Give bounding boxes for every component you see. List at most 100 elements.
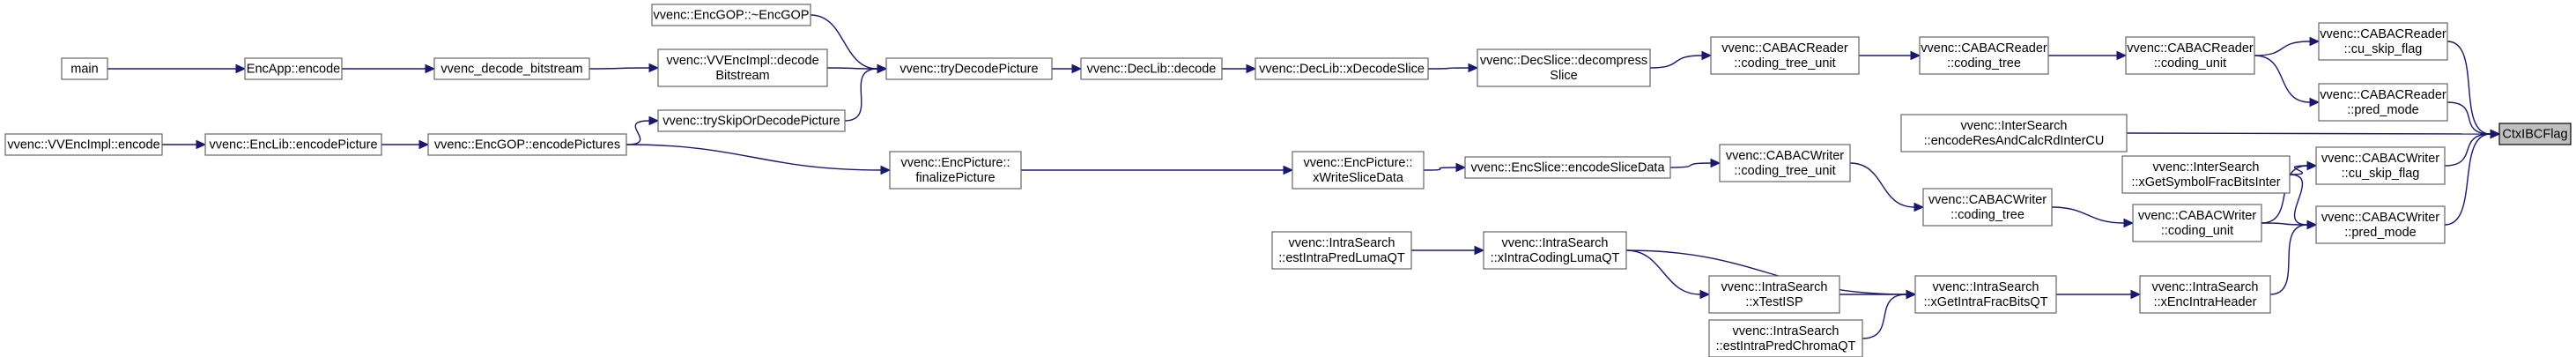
node-label: xWriteSliceData <box>1313 171 1404 185</box>
node-label: vvenc::DecSlice::decompress <box>1480 54 1647 68</box>
edge-wr_cu-to-wr_pred <box>2261 222 2308 226</box>
edge-wr_ct-to-wr_cu <box>2051 206 2125 224</box>
arrowhead <box>235 63 247 74</box>
node-label: ::estIntraPredLumaQT <box>1278 251 1405 265</box>
graph-node-rd_cu[interactable]: vvenc::CABACReader::coding_unit <box>2125 36 2255 75</box>
edge-rd_pred-to-ctx <box>2446 101 2491 135</box>
node-box <box>61 57 108 80</box>
node-box <box>1919 36 2049 75</box>
graph-node-wr_cu[interactable]: vvenc::CABACWriter::coding_unit <box>2132 204 2262 242</box>
arrowhead <box>2130 289 2142 300</box>
node-box <box>2318 22 2448 61</box>
edge-rd_skip-to-ctx <box>2446 41 2491 135</box>
node-box <box>2315 146 2446 185</box>
graph-node-intra_estchroma[interactable]: vvenc::IntraSearch::estIntraPredChromaQT <box>1708 319 1863 357</box>
arrowhead <box>1701 50 1713 61</box>
graph-node-intra_xtestisp[interactable]: vvenc::IntraSearch::xTestISP <box>1708 275 1840 314</box>
graph-node-encapp[interactable]: EncApp::encode <box>244 57 343 80</box>
graph-node-encslicedata[interactable]: vvenc::EncSlice::encodeSliceData <box>1464 156 1671 179</box>
node-box <box>1708 319 1863 357</box>
arrowhead <box>196 139 207 150</box>
node-box <box>433 57 590 80</box>
graph-node-finalize[interactable]: vvenc::EncPicture::finalizePicture <box>889 151 1022 190</box>
graph-node-decbits[interactable]: vvenc_decode_bitstream <box>433 57 590 80</box>
node-label: EncApp::encode <box>247 63 340 77</box>
graph-node-ctx[interactable]: CtxIBCFlag <box>2498 123 2572 145</box>
graph-node-xwriteslice[interactable]: vvenc::EncPicture::xWriteSliceData <box>1292 151 1425 190</box>
node-label: finalizePicture <box>915 171 995 185</box>
arrowhead <box>2306 219 2318 230</box>
node-label: vvenc::EncPicture:: <box>900 156 1010 170</box>
graph-node-wr_pred[interactable]: vvenc::CABACWriter::pred_mode <box>2315 205 2446 244</box>
edge-wr_pred-to-ctx <box>2444 133 2491 226</box>
edge-intra_estchroma-to-intra_getfrac <box>1862 294 1907 339</box>
node-box <box>2121 155 2291 194</box>
graph-node-rd_pred[interactable]: vvenc::CABACReader::pred_mode <box>2318 83 2448 122</box>
node-box <box>2132 204 2262 242</box>
node-label: ::pred_mode <box>2347 103 2418 117</box>
graph-node-declib[interactable]: vvenc::DecLib::decode <box>1080 57 1223 80</box>
nodes-layer: main EncApp::encode vvenc_decode_bitstream… <box>4 4 2572 357</box>
edge-wr_skip-to-ctx <box>2444 133 2491 167</box>
node-label: ::cu_skip_flag <box>2344 42 2423 56</box>
graph-node-intra_xcodluma[interactable]: vvenc::IntraSearch::xIntraCodingLumaQT <box>1483 231 1627 270</box>
arrowhead <box>2306 160 2318 171</box>
node-label: ::coding_tree_unit <box>1734 164 1835 178</box>
edge-intra_xcodluma-to-intra_xtestisp <box>1625 249 1701 295</box>
node-box <box>1292 151 1425 190</box>
arrowhead <box>425 63 436 74</box>
graph-node-main[interactable]: main <box>61 57 108 80</box>
graph-node-trydecode[interactable]: vvenc::tryDecodePicture <box>885 57 1053 80</box>
node-label: vvenc::CABACWriter <box>2321 152 2439 166</box>
graph-node-wr_ctu[interactable]: vvenc::CABACWriter::coding_tree_unit <box>1719 144 1851 182</box>
graph-node-tryskip[interactable]: vvenc::trySkipOrDecodePicture <box>657 109 846 132</box>
node-label: vvenc::CABACWriter <box>1928 193 2047 207</box>
graph-node-inter_encres[interactable]: vvenc::InterSearch::encodeResAndCalcRdIn… <box>1900 114 2128 152</box>
graph-node-rd_skip[interactable]: vvenc::CABACReader::cu_skip_flag <box>2318 22 2448 61</box>
node-box <box>2318 83 2448 122</box>
node-label: ::encodeResAndCalcRdInterCU <box>1924 134 2105 148</box>
graph-node-vvencimpl_encode[interactable]: vvenc::VVEncImpl::encode <box>4 133 163 156</box>
graph-node-xdecslice[interactable]: vvenc::DecLib::xDecodeSlice <box>1255 57 1429 80</box>
arrowhead <box>1910 50 1921 61</box>
node-label: vvenc::VVEncImpl::decode <box>666 54 818 68</box>
graph-node-wr_ct[interactable]: vvenc::CABACWriter::coding_tree <box>1922 188 2053 227</box>
graph-node-rd_ctu[interactable]: vvenc::CABACReader::coding_tree_unit <box>1710 36 1860 75</box>
edge-wr_ctu-to-wr_ct <box>1849 162 1915 208</box>
arrowhead <box>880 165 892 175</box>
edge-encgop_dtor-to-trydecode <box>810 14 878 70</box>
arrowhead <box>2116 50 2128 61</box>
arrowhead <box>418 139 430 150</box>
arrowhead <box>2309 97 2321 108</box>
graph-node-rd_ct[interactable]: vvenc::CABACReader::coding_tree <box>1919 36 2049 75</box>
graph-node-wr_skip[interactable]: vvenc::CABACWriter::cu_skip_flag <box>2315 146 2446 185</box>
node-label: Bitstream <box>715 69 769 83</box>
node-box <box>1477 48 1651 87</box>
edge-xdecslice-to-decompress <box>1427 67 1469 70</box>
node-box <box>1719 144 1851 182</box>
node-label: ::coding_unit <box>2154 56 2226 71</box>
node-label: vvenc::CABACWriter <box>2321 211 2439 225</box>
arrowhead <box>1283 165 1294 175</box>
node-label: vvenc::CABACReader <box>2320 27 2446 41</box>
edge-vvenc_decbits-to-trydecode <box>826 67 878 70</box>
arrowhead <box>1699 289 1711 300</box>
node-label: vvenc::VVEncImpl::encode <box>7 138 159 152</box>
node-box <box>1710 36 1860 75</box>
graph-node-intra_getfrac[interactable]: vvenc::IntraSearch::xGetIntraFracBitsQT <box>1914 275 2057 314</box>
graph-node-enclib[interactable]: vvenc::EncLib::encodePicture <box>204 133 382 156</box>
node-label: vvenc::CABACReader <box>2320 88 2446 102</box>
graph-node-inter_symbits[interactable]: vvenc::InterSearch::xGetSymbolFracBitsIn… <box>2121 155 2291 194</box>
graph-node-encgop_dtor[interactable]: vvenc::EncGOP::~EncGOP <box>651 4 811 26</box>
graph-node-intra_header[interactable]: vvenc::IntraSearch::xEncIntraHeader <box>2139 275 2271 314</box>
arrowhead <box>2309 36 2321 47</box>
node-label: vvenc::IntraSearch <box>1933 280 2039 294</box>
node-label: CtxIBCFlag <box>2502 128 2567 142</box>
node-label: vvenc::CABACReader <box>2127 41 2254 56</box>
node-box <box>244 57 343 80</box>
graph-node-encgop_encpics[interactable]: vvenc::EncGOP::encodePictures <box>427 133 627 156</box>
graph-node-intra_estluma[interactable]: vvenc::IntraSearch::estIntraPredLumaQT <box>1271 231 1412 270</box>
arrowhead <box>877 63 888 74</box>
